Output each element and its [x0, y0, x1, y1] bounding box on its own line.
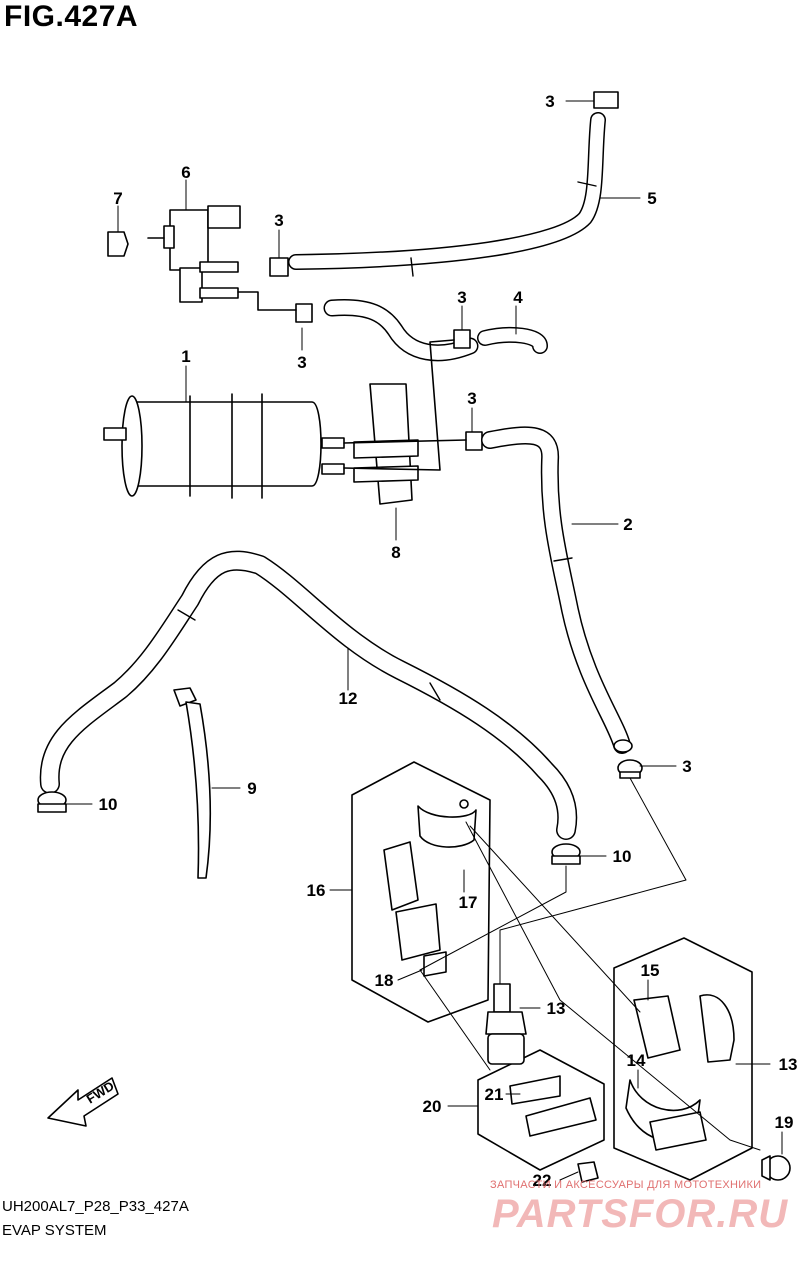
- callout-15: 15: [641, 961, 660, 980]
- watermark-logo: PARTSFOR.RU: [492, 1192, 789, 1236]
- group-box-20: [477, 1049, 605, 1171]
- hose-part-4: [323, 298, 548, 362]
- connector-part-3a: [269, 257, 289, 277]
- callout-9: 9: [247, 779, 256, 798]
- callout-21: 21: [485, 1085, 504, 1104]
- callout-3-clamp: 3: [682, 757, 691, 776]
- group-box-16: [351, 761, 491, 1023]
- connector-part-3d: [593, 91, 619, 109]
- callout-3-canister: 3: [467, 389, 476, 408]
- callout-7: 7: [113, 189, 122, 208]
- callout-leaders: [65, 100, 783, 1181]
- fitting-part-12: [485, 983, 527, 1065]
- callout-12: 13: [547, 999, 566, 1018]
- callout-3-lower: 3: [297, 353, 306, 372]
- nut-part-7: [107, 231, 129, 257]
- canister-part-1: [103, 393, 345, 499]
- leader-line: [343, 339, 467, 471]
- callout-5: 5: [647, 189, 656, 208]
- callout-3-top: 3: [545, 92, 554, 111]
- solenoid-valve-part-6: [147, 205, 241, 303]
- connector-part-3e: [465, 431, 483, 451]
- callout-20: 20: [423, 1097, 442, 1116]
- callout-3-mid: 3: [457, 288, 466, 307]
- figure-title: FIG.427A: [4, 0, 139, 33]
- watermark-tagline: ЗАПЧАСТИ И АКСЕССУАРЫ ДЛЯ МОТОТЕХНИКИ: [490, 1179, 762, 1191]
- clamp-part-3f: [617, 759, 643, 779]
- callout-16: 16: [307, 881, 326, 900]
- cable-tie-part-9: [173, 687, 212, 879]
- hose-part-11: [39, 550, 578, 840]
- bolt-part-22: [577, 1161, 599, 1183]
- group-box-13: [613, 937, 753, 1181]
- callout-6: 6: [181, 163, 190, 182]
- clamp-part-10a: [37, 791, 67, 813]
- callout-labels: 3 5 6 7 3 3 3 4 1 3 2 8 12 9 3 10 10 16 …: [99, 92, 798, 1190]
- callout-10-left: 10: [99, 795, 118, 814]
- callout-3-solenoid: 3: [274, 211, 283, 230]
- callout-11: 12: [339, 689, 358, 708]
- callout-14: 14: [627, 1051, 646, 1070]
- clamp-part-10b: [551, 843, 581, 865]
- callout-10-right: 10: [613, 847, 632, 866]
- callout-4: 4: [513, 288, 523, 307]
- callout-2: 2: [623, 515, 632, 534]
- hose-part-5: [288, 112, 606, 277]
- callout-8: 8: [391, 543, 400, 562]
- callout-17: 17: [459, 893, 478, 912]
- connector-part-3b: [237, 291, 313, 323]
- assembly-leader-lines: [419, 777, 761, 1151]
- callout-19: 19: [775, 1113, 794, 1132]
- system-name: EVAP SYSTEM: [2, 1222, 107, 1239]
- connector-part-3c: [453, 329, 471, 349]
- diagram-code: UH200AL7_P28_P33_427A: [2, 1198, 189, 1215]
- hose-part-2: [481, 426, 633, 754]
- callout-1: 1: [181, 347, 190, 366]
- callout-13: 13: [779, 1055, 798, 1074]
- fwd-arrow: [47, 1077, 119, 1127]
- callout-18: 18: [375, 971, 394, 990]
- bolt-part-19: [761, 1155, 791, 1181]
- bracket-part-8: [353, 383, 419, 505]
- callout-22: 22: [533, 1171, 552, 1190]
